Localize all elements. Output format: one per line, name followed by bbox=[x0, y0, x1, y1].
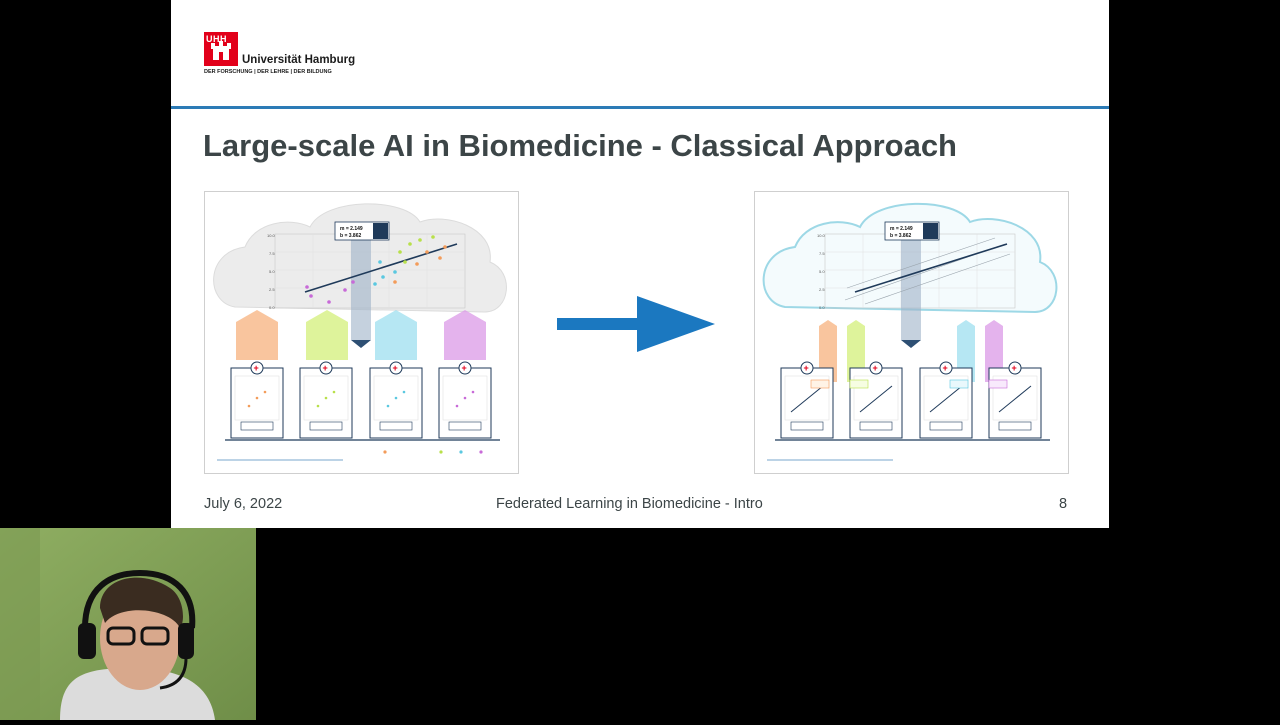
svg-text:+: + bbox=[254, 363, 259, 373]
y-tick: 5.0 bbox=[819, 269, 825, 274]
y-tick: 7.5 bbox=[819, 251, 825, 256]
data-upload-arrows bbox=[236, 310, 486, 360]
y-tick: 2.5 bbox=[819, 287, 825, 292]
hospital-panels: + + + bbox=[780, 361, 1042, 439]
header-rule bbox=[171, 106, 1109, 109]
data-points bbox=[305, 235, 447, 304]
y-tick: 2.5 bbox=[269, 287, 275, 292]
global-model-pillar bbox=[351, 240, 371, 340]
presenter-webcam bbox=[0, 528, 256, 720]
regression-line bbox=[854, 243, 1008, 293]
y-tick: 0.0 bbox=[819, 305, 825, 310]
footer-date: July 6, 2022 bbox=[204, 496, 283, 512]
right-arrow-icon bbox=[557, 296, 715, 352]
presentation-slide: UHH Universität Hamburg DER FORSCHUNG | … bbox=[171, 0, 1109, 528]
model-upload-arrows bbox=[819, 320, 1003, 382]
slide-title: Large-scale AI in Biomedicine - Classica… bbox=[203, 128, 957, 163]
university-logo: UHH Universität Hamburg DER FORSCHUNG | … bbox=[204, 32, 356, 78]
logo-mark-text: UHH bbox=[206, 34, 227, 44]
legend bbox=[217, 450, 483, 461]
regression-line bbox=[304, 243, 458, 293]
b-label: b = 3.862 bbox=[340, 233, 361, 239]
svg-text:+: + bbox=[943, 363, 948, 373]
logo-tagline: DER FORSCHUNG | DER LEHRE | DER BILDUNG bbox=[204, 69, 332, 75]
classical-approach-figure: 10.0 7.5 5.0 2.5 0.0 m = 2.149 b = 3 bbox=[204, 191, 519, 474]
logo-university-name: Universität Hamburg bbox=[242, 54, 356, 66]
footer-title: Federated Learning in Biomedicine - Intr… bbox=[496, 496, 763, 512]
svg-text:+: + bbox=[804, 363, 809, 373]
uhh-logo-mark: UHH bbox=[204, 32, 238, 66]
y-tick: 0.0 bbox=[269, 305, 275, 310]
m-label: m = 2.149 bbox=[340, 226, 363, 232]
svg-text:+: + bbox=[873, 363, 878, 373]
m-label: m = 2.149 bbox=[890, 226, 913, 232]
pillar-arrow bbox=[351, 340, 371, 348]
hospital-panels: + + + bbox=[230, 361, 492, 439]
svg-text:+: + bbox=[1012, 363, 1017, 373]
footer-page-number: 8 bbox=[1059, 496, 1068, 512]
federated-approach-figure: 10.0 7.5 5.0 2.5 0.0 m = 2.149 b = 3.862 bbox=[754, 191, 1069, 474]
svg-text:+: + bbox=[462, 363, 467, 373]
b-label: b = 3.862 bbox=[890, 233, 911, 239]
svg-text:+: + bbox=[393, 363, 398, 373]
y-tick: 7.5 bbox=[269, 251, 275, 256]
y-tick: 5.0 bbox=[269, 269, 275, 274]
y-tick: 10.0 bbox=[267, 233, 276, 238]
y-tick: 10.0 bbox=[817, 233, 826, 238]
global-model-pillar bbox=[901, 240, 921, 340]
svg-text:+: + bbox=[323, 363, 328, 373]
